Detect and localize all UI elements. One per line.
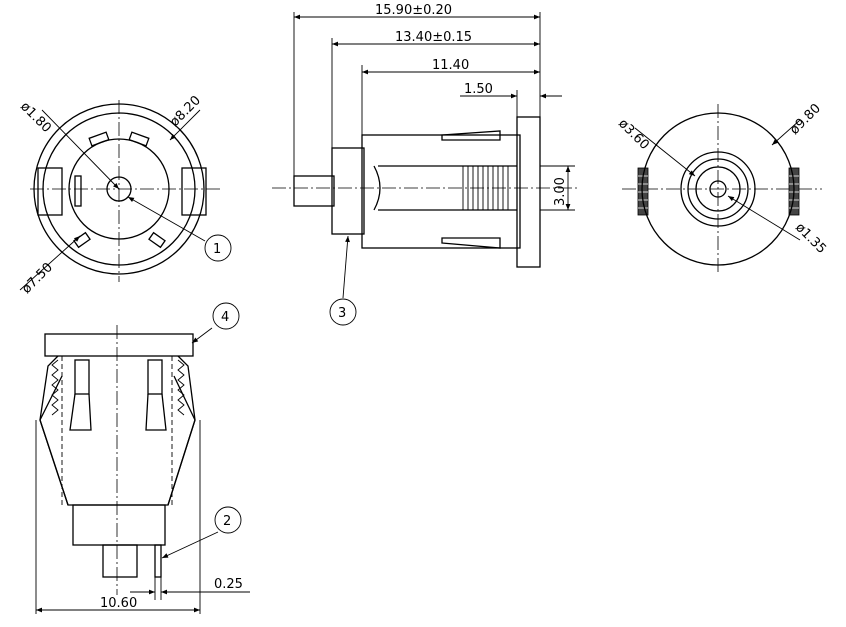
dim-inner-dia-rear: ø3.60 (615, 116, 652, 153)
dim-pin-width: 3.00 (553, 177, 568, 206)
callout-3: 3 (338, 306, 346, 321)
dim-flange-thickness: 1.50 (464, 82, 493, 97)
callout-4: 4 (221, 310, 229, 325)
dim-housing-length: 11.40 (432, 58, 469, 73)
callout-1: 1 (213, 242, 221, 257)
knurling-lines (462, 166, 509, 210)
side-view: 15.90±0.20 13.40±0.15 11.40 1.50 3.00 3 (272, 3, 580, 326)
dim-body-width: 10.60 (100, 596, 137, 611)
dim-body-length: 13.40±0.15 (395, 30, 472, 45)
bottom-view: 4 2 0.25 10.60 (35, 302, 250, 614)
rear-view: ø3.60 ø9.80 ø1.35 (615, 101, 829, 275)
front-view: ø1.80 ø8.20 ø7.50 1 (17, 93, 232, 297)
dim-overall-length: 15.90±0.20 (375, 3, 452, 18)
dim-flange-dia: ø9.80 (787, 101, 824, 138)
dim-inner-dia-front: ø7.50 (19, 260, 56, 297)
dim-lead-thickness: 0.25 (214, 577, 243, 592)
callout-2: 2 (223, 514, 231, 529)
dim-pin-hole-dia: ø1.80 (17, 99, 54, 136)
